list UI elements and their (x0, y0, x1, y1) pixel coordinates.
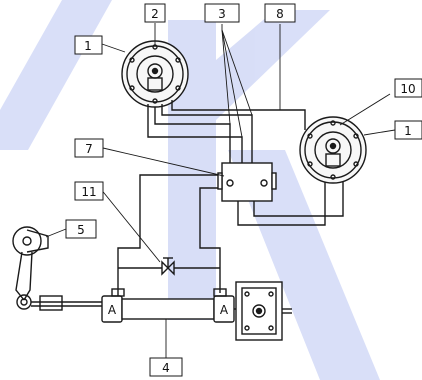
label-pipes-trio: 3 (218, 7, 226, 21)
label-valve-block: 7 (85, 142, 93, 156)
upper-pump (121, 40, 189, 108)
bypass-valve (161, 257, 175, 276)
watermark-stroke-diagonal (216, 10, 330, 120)
cylinder-port-right: A (220, 303, 229, 317)
watermark-stroke-leg (228, 150, 380, 380)
right-pump (299, 116, 367, 184)
valve-block (217, 162, 277, 202)
label-pump-right-mark: 10 (400, 82, 415, 96)
label-pump-upper: 2 (151, 7, 159, 21)
callout-boxes (65, 3, 422, 377)
tiller (12, 226, 49, 310)
label-cylinder: 4 (162, 361, 170, 375)
watermark-stroke-left (0, 0, 112, 150)
label-return-pipe: 8 (276, 7, 284, 21)
watermark-logo (0, 0, 380, 380)
cylinder (31, 288, 254, 323)
mounting-bracket (235, 281, 292, 341)
label-pump-right-housing: 1 (404, 124, 412, 138)
callout-leaders (45, 23, 396, 358)
cylinder-port-left: A (108, 303, 117, 317)
callout-labels: 2 1 3 8 10 1 7 11 5 4 (77, 7, 415, 375)
label-bypass-valve: 11 (81, 185, 96, 199)
cylinder-port-marks: A A (108, 303, 229, 317)
label-pump-upper-housing: 1 (84, 39, 92, 53)
hydraulic-pipes (117, 100, 344, 296)
label-tiller: 5 (77, 223, 85, 237)
